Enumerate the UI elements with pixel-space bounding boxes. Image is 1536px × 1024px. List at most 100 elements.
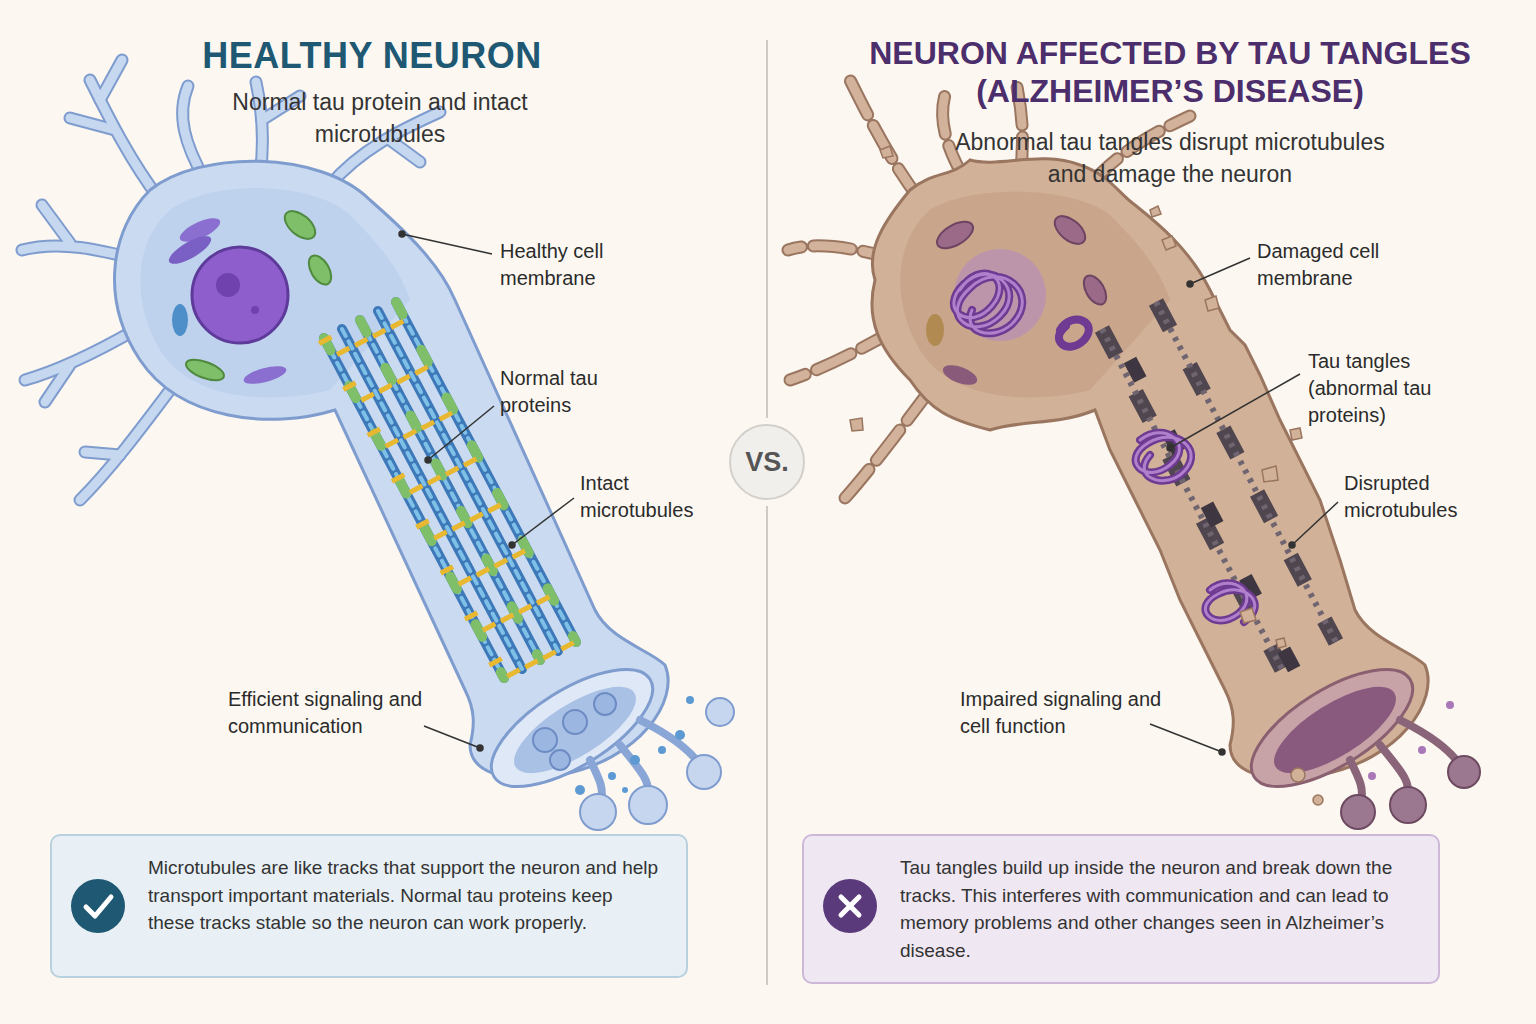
microtubules [360,340,540,680]
axon-terminal [687,755,721,789]
callout-label: Impaired signaling and cell function [960,686,1175,740]
microtubules [324,302,576,678]
microtubules [396,302,576,642]
leader-line [399,231,1338,755]
microtubules [342,349,522,689]
dendrites [80,390,170,500]
check-icon [70,878,126,934]
membrane-fragments [1205,296,1219,311]
cytoplasm [140,188,410,397]
microtubule-fragments [1102,302,1336,669]
leader-line [1167,445,1173,451]
microtubule-fragments [1102,302,1336,680]
axon-terminal [1418,746,1426,754]
leader-line [1150,724,1222,752]
info-box: Microtubules are like tracks that suppor… [50,834,688,978]
leader-line [477,745,483,751]
leader-line [428,406,494,460]
panel-heading: NEURON AFFECTED BY TAU TANGLES (ALZHEIME… [840,34,1500,111]
dendrites [42,205,70,243]
microtubule-fragments [1102,302,1336,669]
dendrites [85,452,120,455]
organelles [172,304,188,336]
organelles [280,206,320,244]
membrane-fragments [1262,466,1278,482]
dendrites [42,205,70,243]
axon-terminal [686,696,694,704]
membrane-fragments [1240,608,1256,623]
axon-terminal [1390,787,1426,823]
callout-label: Intact microtubules [580,470,720,524]
leader-line [399,231,405,237]
organelles [1050,211,1090,249]
nucleus [251,306,259,314]
axon-terminal [1341,795,1375,829]
tau-tangles [1059,320,1089,347]
membrane-fragments [1313,795,1323,805]
axon-terminal [1368,701,1454,780]
axon-terminal [563,710,587,734]
leader-line [424,726,480,748]
membrane-fragments [880,146,893,158]
tau-tangles [954,274,1255,622]
axon-terminal [1341,756,1480,829]
axon-terminal [502,671,648,789]
panel-subtitle: Abnormal tau tangles disrupt microtubule… [950,126,1390,190]
cross-icon [823,879,877,933]
leader-line [1190,258,1250,284]
membrane-fragments [850,146,1323,805]
microtubules [324,302,576,678]
callout-label: Tau tangles (abnormal tau proteins) [1308,348,1458,429]
callout-label: Normal tau proteins [500,365,640,419]
microtubule-fragments [1130,360,1300,680]
axon-terminal [474,647,734,830]
membrane-fragments [1150,206,1161,217]
organelles [242,363,288,388]
axon-terminal [622,787,628,793]
tau-tangles [954,274,1022,334]
nucleus [954,249,1046,341]
nucleus [192,247,288,343]
dendrites [85,452,120,455]
microtubules [324,338,504,678]
axon-terminal [575,785,585,795]
organelles [304,252,336,289]
healthy-neuron [22,60,734,830]
tau-tangles [954,274,1255,622]
leader-line [1187,281,1193,287]
dendrites [25,330,135,380]
nucleus [216,273,240,297]
panel-heading: HEALTHY NEURON [72,34,672,77]
divider-line [767,40,768,985]
leader-line [425,457,431,463]
organelles [926,211,1111,389]
organelles [933,216,978,253]
axon-terminal [580,698,734,830]
nucleus [192,247,288,343]
microtubules [324,338,504,678]
vs-circle: VS. [729,424,805,500]
damaged-neuron [788,80,1480,829]
axon-terminal [1400,720,1460,765]
axon-terminal [474,647,670,809]
axon-terminal [1262,671,1408,789]
axon-terminal [640,720,700,765]
leader-line [1289,542,1295,548]
leader-line [402,234,492,254]
leader-line [512,498,574,545]
membrane-fragments [1290,428,1302,440]
microtubule-fragments [1102,329,1282,669]
dendrites [80,390,170,500]
info-text: Microtubules are like tracks that suppor… [148,854,664,937]
axon-terminal [533,728,557,752]
dendrites [850,80,920,200]
damaged-neuron [788,80,1480,829]
callout-label: Healthy cell membrane [500,238,650,292]
leader-line [1292,502,1338,545]
membrane-fragments [850,418,863,431]
cross-icon [841,897,859,915]
axon-terminal [1448,756,1480,788]
dendrites [25,330,135,380]
axon-terminal [630,755,640,765]
